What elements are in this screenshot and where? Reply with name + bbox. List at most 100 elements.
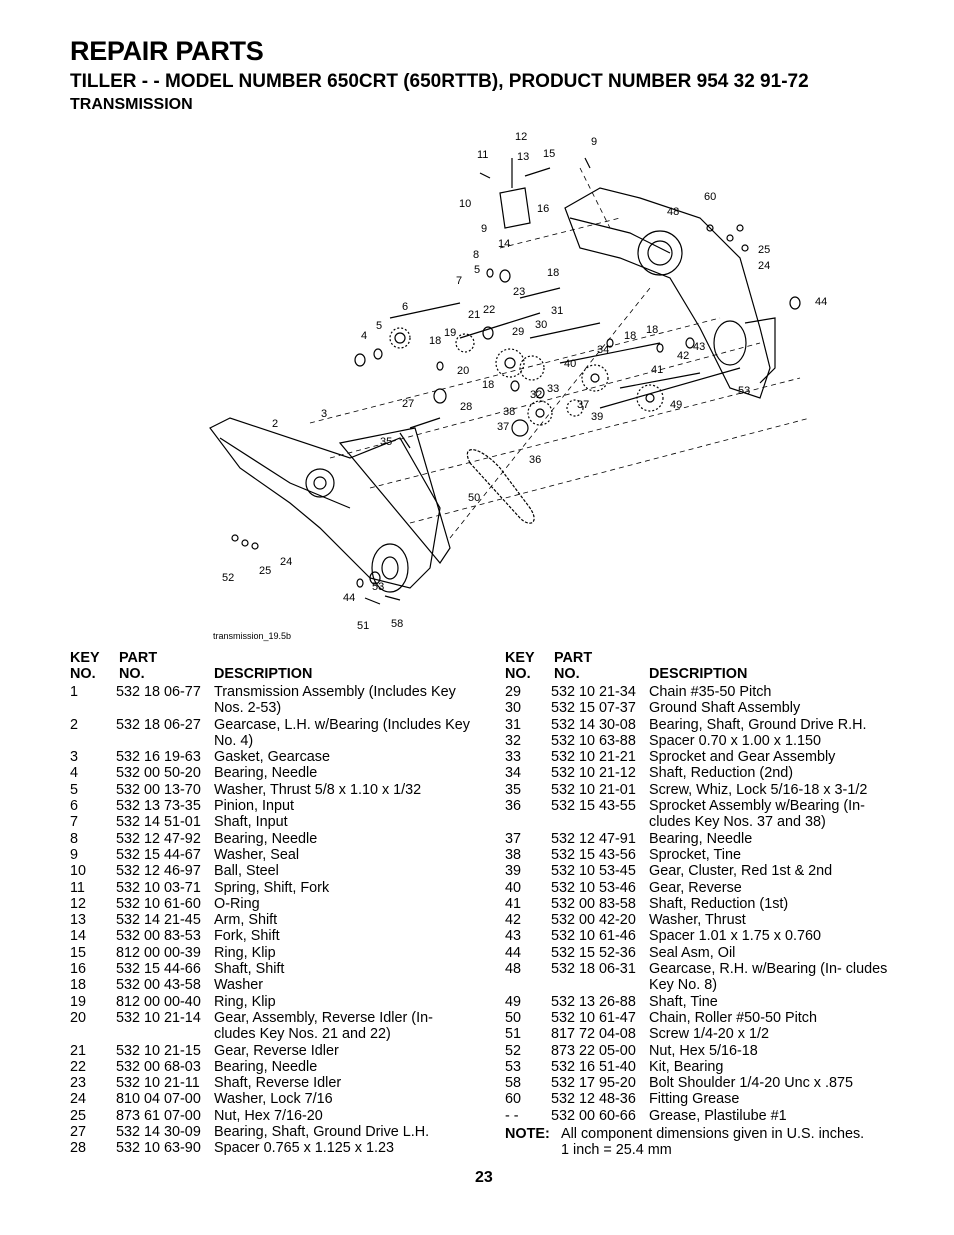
callout-label: 19 bbox=[444, 327, 456, 339]
part-description: O-Ring bbox=[214, 895, 260, 912]
part-no: 532 10 53-46 bbox=[551, 879, 636, 896]
note-label: NOTE: bbox=[505, 1126, 550, 1143]
part-description: Shaft, Input bbox=[214, 814, 288, 831]
part-no: 532 10 21-14 bbox=[116, 1009, 201, 1026]
key-no: 49 bbox=[505, 993, 522, 1010]
callout-label: 40 bbox=[564, 358, 576, 370]
key-no: 37 bbox=[505, 830, 522, 847]
key-no: 1 bbox=[70, 684, 79, 700]
key-no: 60 bbox=[505, 1091, 522, 1108]
header-part-1: PART bbox=[119, 650, 158, 666]
part-description: Gasket, Gearcase bbox=[214, 749, 330, 766]
key-no: 39 bbox=[505, 863, 522, 880]
key-no: 42 bbox=[505, 912, 522, 929]
part-no: 532 17 95-20 bbox=[551, 1075, 636, 1092]
part-description: Kit, Bearing bbox=[649, 1058, 724, 1075]
part-description: Shaft, Tine bbox=[649, 993, 718, 1010]
part-description: Fitting Grease bbox=[649, 1091, 740, 1108]
callout-label: 53 bbox=[738, 385, 750, 397]
parts-row: 60 532 12 48-36 Fitting Grease bbox=[505, 1091, 905, 1107]
callout-label: 18 bbox=[646, 324, 658, 336]
callout-label: 25 bbox=[758, 244, 770, 256]
key-no: 50 bbox=[505, 1009, 522, 1026]
model-subtitle: TILLER - - MODEL NUMBER 650CRT (650RTTB)… bbox=[70, 71, 809, 92]
key-no: 24 bbox=[70, 1091, 87, 1108]
part-no: 532 14 30-08 bbox=[551, 716, 636, 733]
callout-label: 29 bbox=[512, 326, 524, 338]
key-no: 9 bbox=[70, 846, 79, 863]
key-no: 31 bbox=[505, 716, 522, 733]
part-no: 532 15 43-56 bbox=[551, 846, 636, 863]
callout-label: 14 bbox=[498, 238, 510, 250]
header-key-1: KEY bbox=[505, 650, 535, 666]
part-description: Transmission Assembly (Includes Key Nos.… bbox=[214, 684, 456, 717]
part-no: 532 16 19-63 bbox=[116, 749, 201, 766]
callout-label: 21 bbox=[468, 309, 480, 321]
key-no: - - bbox=[505, 1107, 519, 1124]
part-no: 532 10 21-21 bbox=[551, 749, 636, 766]
key-no: 18 bbox=[70, 977, 87, 994]
callout-label: 18 bbox=[482, 379, 494, 391]
callout-label: 11 bbox=[477, 149, 488, 161]
key-no: 23 bbox=[70, 1075, 87, 1092]
callout-label: 6 bbox=[402, 301, 408, 313]
part-no: 817 72 04-08 bbox=[551, 1026, 636, 1043]
part-description: Shaft, Reduction (2nd) bbox=[649, 765, 793, 782]
callout-label: 30 bbox=[535, 319, 547, 331]
part-no: 532 10 63-88 bbox=[551, 732, 636, 749]
part-no: 532 12 48-36 bbox=[551, 1091, 636, 1108]
callout-label: 12 bbox=[515, 131, 527, 143]
part-description: Gear, Reverse bbox=[649, 879, 742, 896]
part-no: 532 15 44-66 bbox=[116, 961, 201, 978]
key-no: 58 bbox=[505, 1075, 522, 1092]
callout-label: 8 bbox=[473, 249, 479, 261]
callout-label: 37 bbox=[577, 399, 589, 411]
key-no: 32 bbox=[505, 732, 522, 749]
key-no: 13 bbox=[70, 912, 87, 929]
page-title: REPAIR PARTS bbox=[70, 36, 264, 66]
part-description: Washer, Thrust bbox=[649, 912, 746, 929]
part-no: 532 10 61-47 bbox=[551, 1009, 636, 1026]
callout-label: 48 bbox=[667, 206, 679, 218]
key-no: 12 bbox=[70, 895, 87, 912]
part-description: Seal Asm, Oil bbox=[649, 944, 736, 961]
callout-label: 5 bbox=[376, 320, 382, 332]
part-no: 532 14 51-01 bbox=[116, 814, 201, 831]
part-description: Bolt Shoulder 1/4-20 Unc x .875 bbox=[649, 1075, 853, 1092]
part-no: 532 00 83-58 bbox=[551, 895, 636, 912]
part-no: 532 16 51-40 bbox=[551, 1058, 636, 1075]
part-no: 532 10 21-11 bbox=[116, 1075, 200, 1092]
callout-label: 7 bbox=[456, 275, 462, 287]
header-description: DESCRIPTION bbox=[214, 666, 313, 682]
note-text: All component dimensions given in U.S. i… bbox=[561, 1126, 864, 1159]
note-line-2: 1 inch = 25.4 mm bbox=[561, 1142, 672, 1159]
part-description: Bearing, Shaft, Ground Drive L.H. bbox=[214, 1124, 430, 1141]
callout-label: 4 bbox=[361, 330, 367, 342]
key-no: 36 bbox=[505, 798, 522, 815]
part-description: Arm, Shift bbox=[214, 912, 278, 929]
part-no: 532 15 52-36 bbox=[551, 944, 636, 961]
callout-label: 36 bbox=[529, 454, 541, 466]
callout-label: 35 bbox=[380, 436, 392, 448]
parts-list-header: KEY NO. PART NO. DESCRIPTION bbox=[505, 650, 905, 684]
part-no: 810 04 07-00 bbox=[116, 1091, 201, 1108]
